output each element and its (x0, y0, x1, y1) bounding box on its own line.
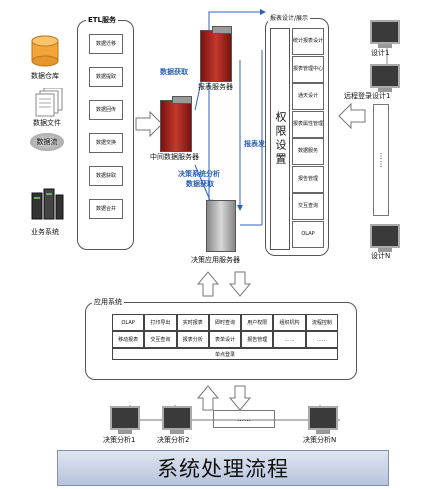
design-item: 数据服务 (292, 138, 324, 165)
etl-item: 数据获取 (89, 166, 123, 186)
design-item: 报表管理中心 (292, 55, 324, 83)
up-arrow-bottom (196, 385, 220, 411)
decision-server-label: 决策应用服务器 (191, 256, 240, 264)
data-stream-badge: 数据流 (30, 133, 64, 151)
etl-item: 数据迁移 (89, 34, 123, 54)
middle-server (160, 100, 192, 152)
app-cell: 实时报表 (176, 314, 209, 331)
permission-box: 权限设置 (270, 28, 290, 250)
app-cell: 组织机构 (273, 314, 306, 331)
app-cell: 表单设计 (208, 331, 242, 348)
decision-server (206, 200, 236, 252)
app-cell: 即时查询 (208, 314, 242, 331)
source-files-label: 数据文件 (33, 119, 61, 127)
design-title: 报表设计/展示 (268, 13, 311, 22)
bottom-client-n-monitor (308, 406, 338, 434)
client-remote-monitor (370, 64, 400, 92)
sso-bar: 单点登录 (112, 348, 338, 360)
client-arrow (338, 102, 366, 130)
down-arrow-top (228, 271, 252, 297)
up-arrow-top (196, 271, 220, 297)
client-remote-label: 远程登录设计1 (344, 92, 391, 100)
client-design1-monitor (370, 20, 400, 48)
bottom-client-n-label: 决策分析N (303, 436, 337, 444)
label-data-fetch: 数据获取 (160, 68, 188, 76)
etl-item: 数据交换 (89, 133, 123, 153)
app-cell: 用户权限 (241, 314, 274, 331)
design-item: 报告管理 (292, 165, 324, 193)
app-panel (85, 302, 357, 380)
design-item: 交互查询 (292, 193, 324, 220)
app-cell: 流程控制 (305, 314, 338, 331)
app-cell: …… (273, 331, 306, 348)
label-analysis-1: 决策系统分析 (178, 170, 220, 178)
down-arrow-bottom (228, 385, 252, 411)
document-stack-icon (35, 88, 63, 117)
bottom-ellipsis: …… (237, 415, 251, 423)
middle-server-side (172, 96, 192, 104)
report-server-side (212, 26, 232, 34)
design-item: OLAP (292, 220, 324, 248)
label-report-publish: 报表发布 (244, 140, 272, 148)
etl-arrow (135, 110, 163, 138)
process-banner: 系统处理流程 (57, 450, 389, 486)
source-warehouse-label: 数据仓库 (31, 72, 59, 80)
bottom-client-1-monitor (110, 406, 140, 434)
bottom-client-2-label: 决策分析2 (157, 436, 190, 444)
app-cell: 报告管理 (241, 331, 274, 348)
etl-item: 数据回传 (89, 100, 123, 120)
bottom-client-2-monitor (162, 406, 192, 434)
client-designN-label: 设计N (371, 252, 391, 260)
client-designN-monitor (370, 224, 400, 252)
source-business-label: 业务系统 (31, 228, 59, 236)
client-design1-label: 设计1 (371, 49, 390, 57)
database-icon (31, 35, 59, 67)
etl-title: ETL服务 (86, 15, 119, 25)
app-cell: 报表分析 (176, 331, 209, 348)
permission-label: 权限设置 (274, 111, 287, 167)
client-ellipsis-column: ⋯⋯ (373, 104, 389, 216)
app-cell: 交互查询 (144, 331, 177, 348)
app-cell: …… (305, 331, 338, 348)
bottom-client-1-label: 决策分析1 (103, 436, 136, 444)
label-analysis-2: 数据获取 (186, 180, 214, 188)
sso-label: 单点登录 (214, 351, 235, 358)
business-system-icon (31, 188, 64, 220)
design-item: 统计报表设计 (292, 28, 324, 55)
report-server-label: 报表服务器 (198, 83, 233, 91)
app-cell: 打印导出 (144, 314, 177, 331)
app-title: 应用系统 (92, 297, 124, 307)
etl-item: 数据提取 (89, 67, 123, 87)
app-cell: OLAP (112, 314, 145, 331)
middle-server-label: 中间数据服务器 (150, 153, 199, 161)
bottom-ellipsis-box: …… (213, 410, 275, 428)
app-cell: 移动报表 (112, 331, 145, 348)
source-stream-label: 数据流 (36, 138, 58, 146)
report-server (200, 30, 232, 82)
banner-title: 系统处理流程 (157, 457, 289, 481)
design-item: 报表属性管理 (292, 110, 324, 138)
design-item: 通天设计 (292, 83, 324, 110)
etl-item: 数据合并 (89, 199, 123, 219)
